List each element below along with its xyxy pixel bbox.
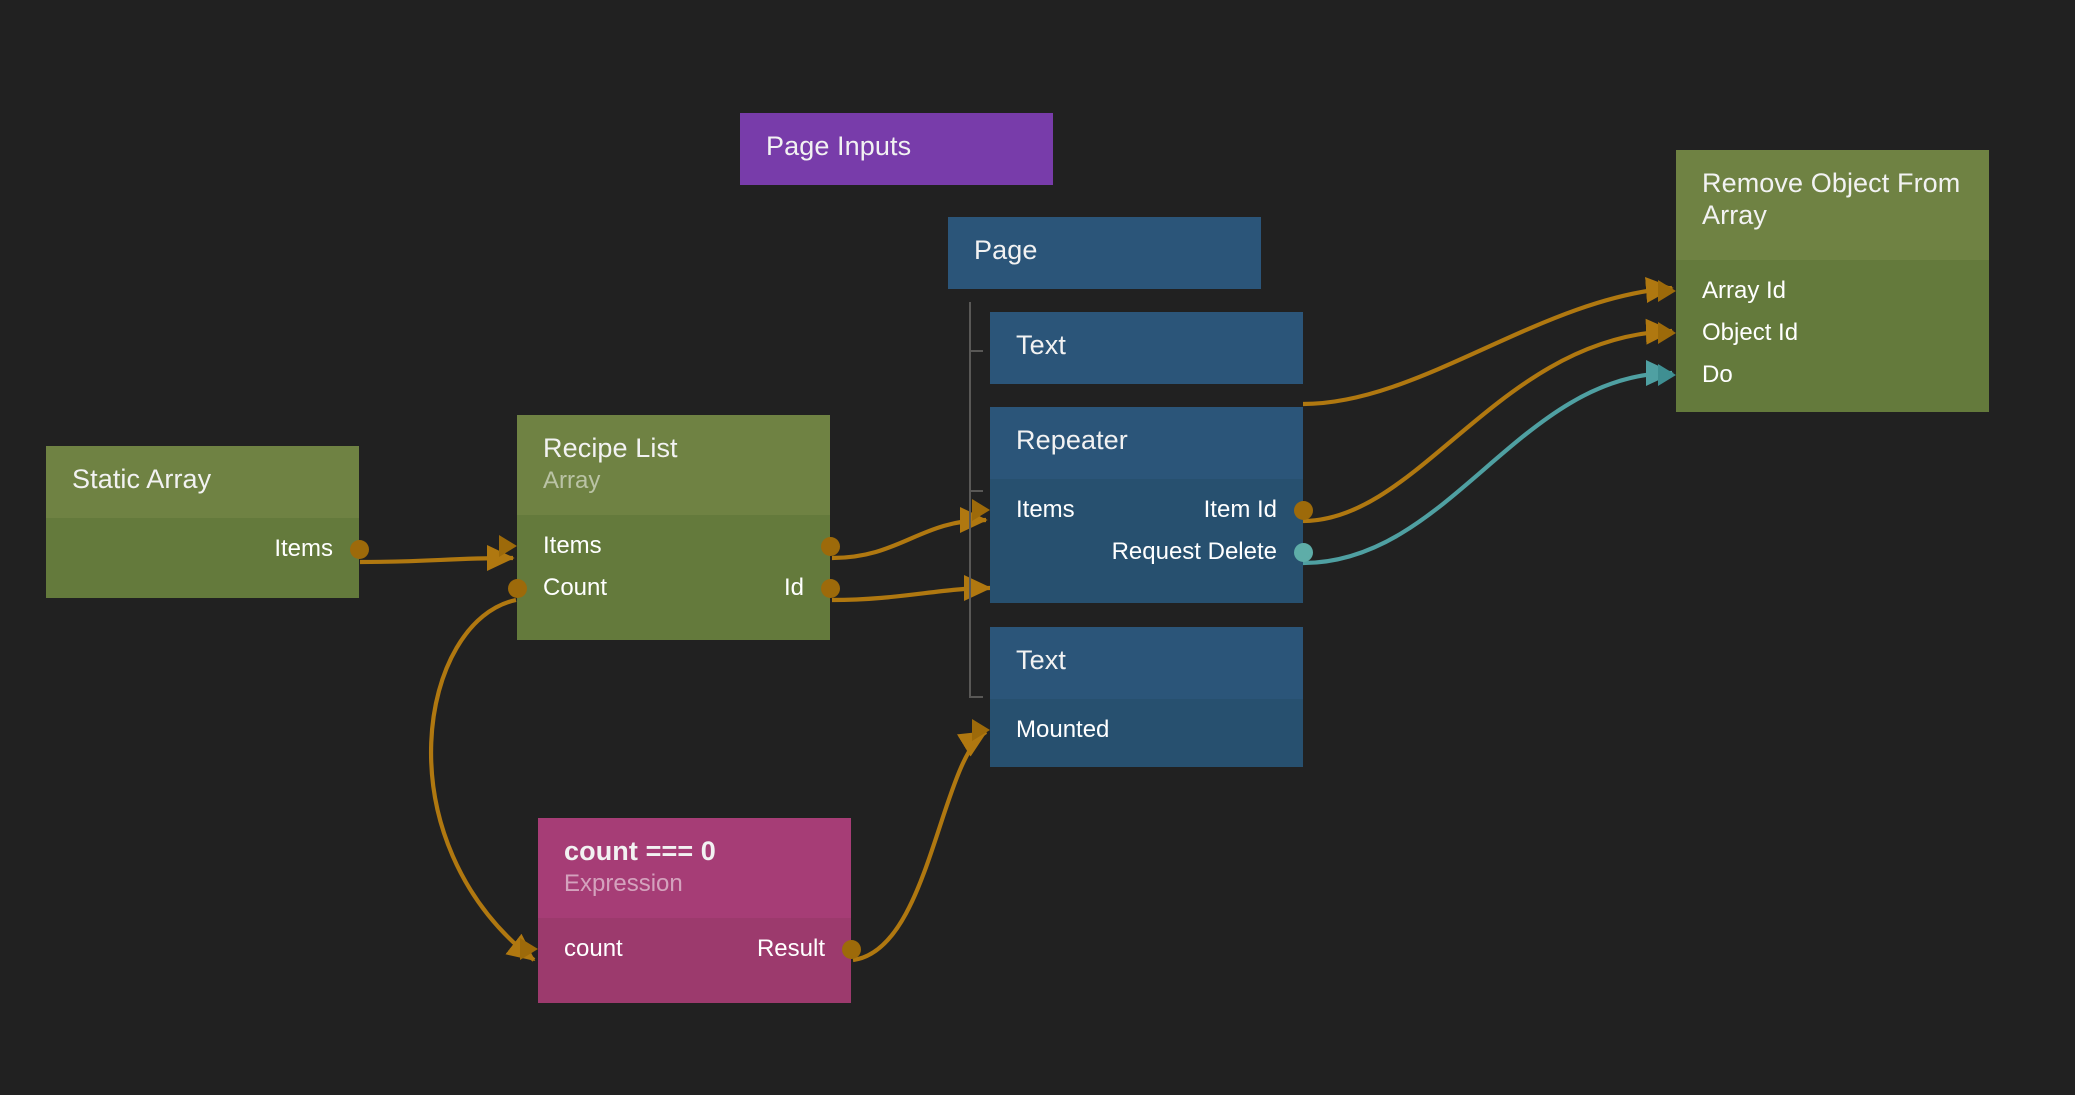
repeater-node-port-row[interactable]: Request Delete — [990, 531, 1303, 573]
repeater-node-body: Items Item Id Request Delete — [990, 479, 1303, 589]
text-node-2-in-port-orange-arrow-icon[interactable] — [972, 719, 990, 741]
static-array-node-port-row[interactable]: Items — [46, 528, 359, 570]
remove-object-from-array-node-input-label: Array Id — [1702, 277, 1787, 304]
wire-recipe-id-to-repeater-hidden[interactable] — [831, 574, 992, 603]
remove-object-from-array-node-title: Remove Object From Array — [1702, 168, 1967, 230]
repeater-node-port-row[interactable]: Items Item Id — [990, 489, 1303, 531]
repeater-node-output-label: Item Id — [1203, 496, 1277, 523]
text-node-2-title: Text — [1016, 645, 1066, 675]
remove-object-from-array-node-body: Array Id Object Id Do — [1676, 260, 1989, 412]
text-node-1[interactable]: Text — [990, 312, 1303, 384]
text-node-2-body: Mounted — [990, 699, 1303, 767]
text-node-2-port-row[interactable]: Mounted — [990, 709, 1303, 751]
recipe-list-node-in-port-orange-arrow-icon[interactable] — [499, 535, 517, 557]
expression-node-out-port-orange-dot-icon[interactable] — [841, 939, 861, 959]
repeater-node-input-label: Items — [1016, 496, 1075, 523]
expression-node[interactable]: count === 0 Expression count Result — [520, 818, 861, 1003]
repeater-node-out-port-orange-dot-icon[interactable] — [1293, 500, 1313, 520]
wire-expression-result-to-text-mounted[interactable] — [852, 730, 988, 963]
tree-bracket-tick — [969, 350, 983, 352]
wire-recipe-count-to-expression-count[interactable] — [428, 597, 536, 962]
recipe-list-node-in-port-orange-dot-icon[interactable] — [507, 578, 527, 598]
tree-bracket-vertical-line — [969, 302, 971, 698]
expression-node-title: count === 0 — [564, 836, 716, 866]
recipe-list-node-title: Recipe List — [543, 433, 678, 463]
page-inputs-node[interactable]: Page Inputs — [740, 113, 1053, 185]
remove-object-from-array-node-input-label: Do — [1702, 361, 1733, 388]
tree-bracket-tick — [969, 696, 983, 698]
recipe-list-node-input-label: Items — [543, 532, 602, 559]
page-node-header[interactable]: Page — [948, 217, 1261, 289]
repeater-node-title: Repeater — [1016, 425, 1128, 455]
repeater-node-header[interactable]: Repeater — [990, 407, 1303, 479]
tree-bracket-tick — [969, 490, 983, 492]
expression-node-body: count Result — [538, 918, 851, 986]
expression-node-output-label: Result — [756, 935, 825, 962]
static-array-node-out-port-orange-dot-icon[interactable] — [349, 539, 369, 559]
page-inputs-node-title: Page Inputs — [766, 131, 912, 161]
recipe-list-node-input-label: Count — [543, 574, 608, 601]
text-node-2-input-label: Mounted — [1016, 716, 1110, 743]
repeater-node-in-port-orange-arrow-icon[interactable] — [972, 499, 990, 521]
recipe-list-node-port-row[interactable]: Count Id — [517, 567, 830, 609]
recipe-list-node-out-port-orange-dot-icon[interactable] — [820, 536, 840, 556]
expression-node-header[interactable]: count === 0 Expression — [538, 818, 851, 918]
remove-object-from-array-node-port-row[interactable]: Array Id — [1676, 270, 1989, 312]
remove-object-from-array-node-port-row[interactable]: Object Id — [1676, 312, 1989, 354]
wire-recipe-items-out-to-repeater-items[interactable] — [831, 506, 988, 561]
wire-repeater-request-delete-to-remove-do[interactable] — [1302, 360, 1674, 566]
recipe-list-node-subtitle: Array — [543, 466, 601, 494]
expression-node-in-port-orange-arrow-icon[interactable] — [520, 938, 538, 960]
expression-node-port-row[interactable]: count Result — [538, 928, 851, 970]
wire-static-array-items-to-recipe-items[interactable] — [359, 544, 515, 572]
static-array-node-header[interactable]: Static Array — [46, 446, 359, 518]
static-array-node[interactable]: Static Array Items — [46, 446, 369, 598]
text-node-1-header[interactable]: Text — [990, 312, 1303, 384]
remove-object-from-array-node-in-port-orange-arrow-icon[interactable] — [1658, 280, 1676, 302]
page-inputs-node-header[interactable]: Page Inputs — [740, 113, 1053, 185]
static-array-node-output-label: Items — [274, 535, 333, 562]
repeater-node-out-port-teal-dot-icon[interactable] — [1293, 542, 1313, 562]
page-children-tree-bracket — [969, 302, 985, 698]
static-array-node-body: Items — [46, 518, 359, 586]
page-node-title: Page — [974, 235, 1038, 265]
text-node-2-header[interactable]: Text — [990, 627, 1303, 699]
page-node[interactable]: Page — [948, 217, 1261, 289]
wire-repeater-item-id-to-remove-object-id[interactable] — [1302, 318, 1674, 524]
static-array-node-title: Static Array — [72, 464, 212, 494]
remove-object-from-array-node-in-port-teal-arrow-icon[interactable] — [1658, 364, 1676, 386]
wire-recipe-items-to-remove-array-id[interactable] — [1302, 277, 1674, 407]
recipe-list-node-output-label: Id — [783, 574, 804, 601]
recipe-list-node-out-port-orange-dot-icon[interactable] — [820, 578, 840, 598]
expression-node-input-label: count — [564, 935, 623, 962]
remove-object-from-array-node-port-row[interactable]: Do — [1676, 354, 1989, 396]
repeater-node-output-label: Request Delete — [1111, 538, 1277, 565]
remove-object-from-array-node-header[interactable]: Remove Object From Array — [1676, 150, 1989, 260]
text-node-1-title: Text — [1016, 330, 1066, 360]
remove-object-from-array-node-in-port-orange-arrow-icon[interactable] — [1658, 322, 1676, 344]
remove-object-from-array-node-input-label: Object Id — [1702, 319, 1799, 346]
recipe-list-node-body: Items Count Id — [517, 515, 830, 625]
recipe-list-node-port-row[interactable]: Items — [517, 525, 830, 567]
expression-node-subtitle: Expression — [564, 869, 683, 897]
